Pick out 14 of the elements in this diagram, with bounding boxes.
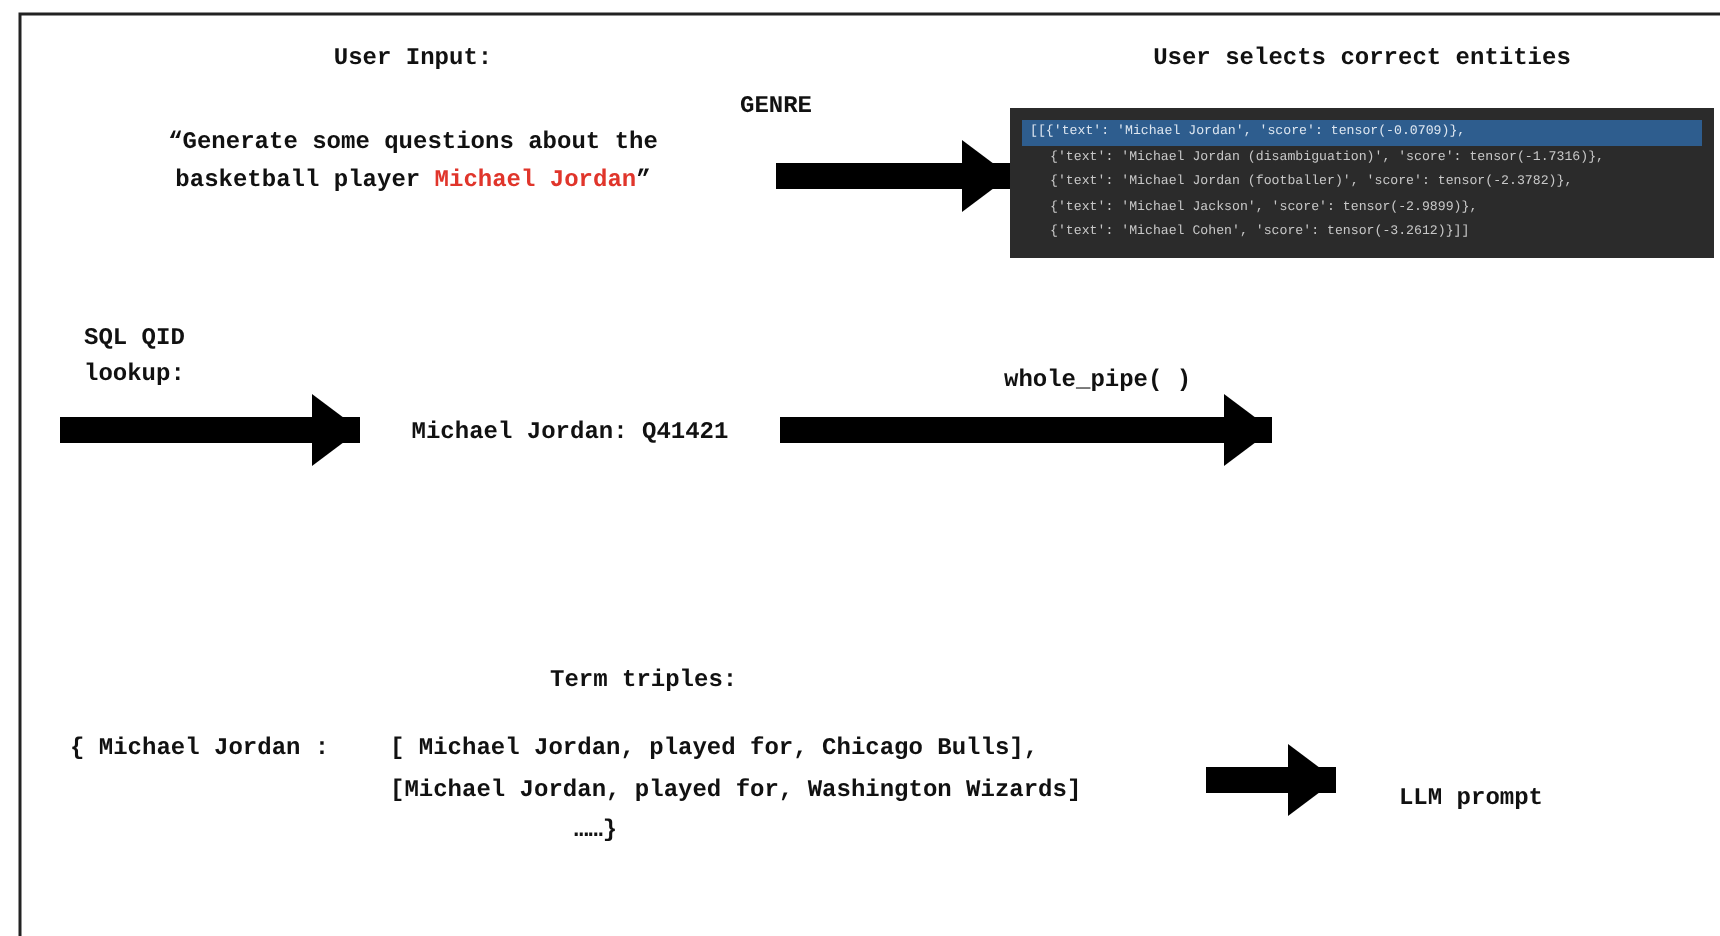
heading: User Input: — [331, 44, 495, 72]
heading: User selects correct entities — [1151, 44, 1573, 72]
triple-text: [ Michael Jordan, played for, Chicago Bulls], — [390, 734, 1039, 762]
block-arrow — [780, 394, 1272, 466]
block-arrow — [776, 140, 1010, 212]
block-arrow — [60, 394, 360, 466]
quote-text: “Generate some questions about the basketball player Michael Jordan” — [166, 126, 660, 198]
triple-text: { Michael Jordan : — [70, 734, 330, 762]
node-text: LLM prompt — [1396, 782, 1545, 816]
triple-text: [Michael Jordan, played for, Washington Wizards] — [390, 776, 1082, 804]
node-text: Michael Jordan: Q41421 — [409, 416, 731, 450]
heading: Term triples: — [550, 666, 738, 694]
block-arrow — [1206, 744, 1336, 816]
triple-text: ……} — [574, 816, 618, 844]
